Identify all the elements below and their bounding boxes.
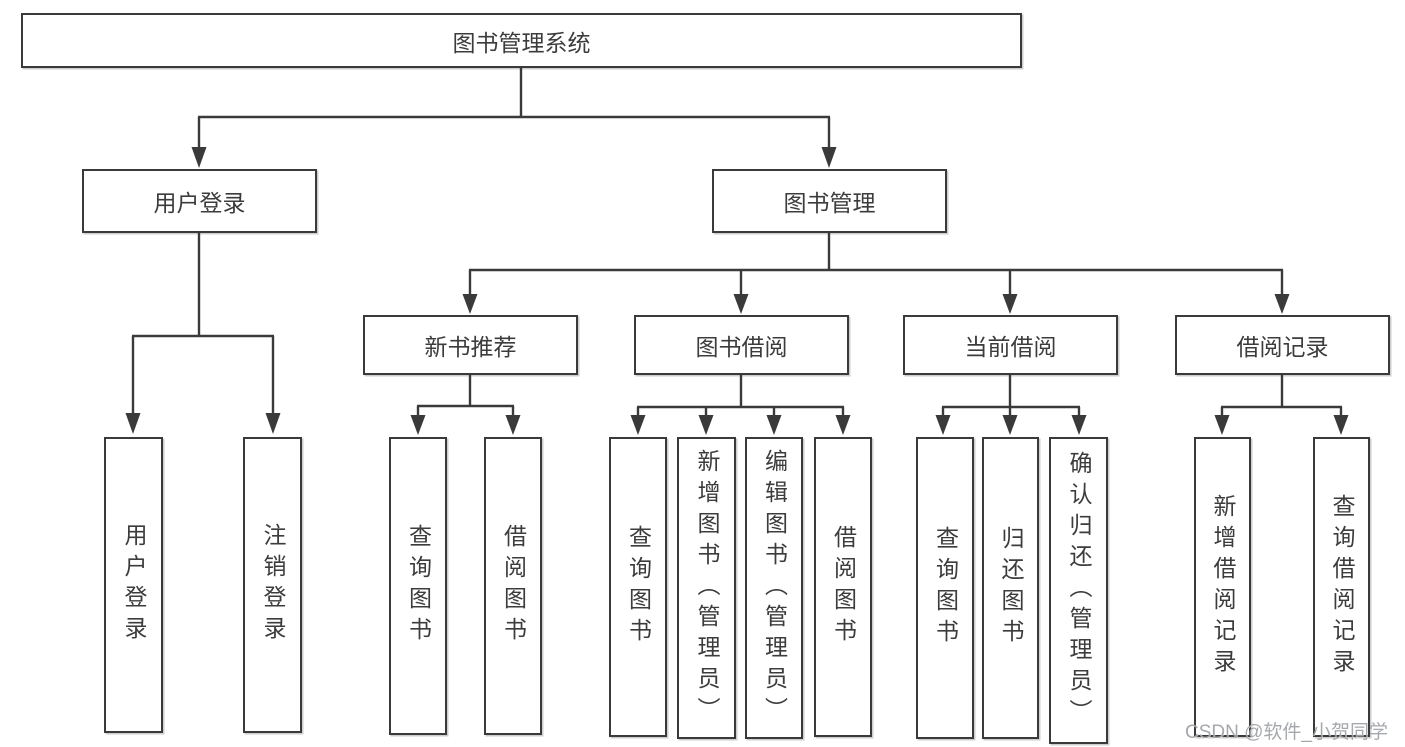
leaf-cb-confirm-return-label: 确认归还（管理员） (1066, 451, 1092, 730)
leaf-bb-borrow-books-label: 借阅图书 (830, 525, 857, 649)
leaf-cb-query-books: 查询图书 (916, 437, 974, 739)
connector-new-books (410, 375, 521, 435)
connector-borrow-records (1214, 375, 1349, 435)
connector-user-login (125, 233, 281, 434)
leaf-bb-edit-books-label: 编辑图书（管理员） (761, 448, 788, 728)
leaf-cb-return-books-label: 归还图书 (998, 526, 1024, 650)
leaf-cb-confirm-return: 确认归还（管理员） (1049, 437, 1108, 744)
node-new-books-label: 新书推荐 (424, 334, 517, 360)
leaf-br-query-record-label: 查询借阅记录 (1329, 494, 1355, 680)
node-book-mgmt-label: 图书管理 (783, 190, 876, 216)
node-new-books: 新书推荐 (363, 315, 578, 375)
node-book-mgmt: 图书管理 (712, 169, 947, 233)
leaf-nb-borrow-books-label: 借阅图书 (500, 524, 527, 648)
leaf-bb-add-books: 新增图书（管理员） (677, 437, 736, 739)
node-user-login-label: 用户登录 (153, 190, 246, 216)
leaf-br-add-record-label: 新增借阅记录 (1210, 494, 1236, 680)
leaf-user-login: 用户登录 (104, 437, 163, 733)
leaf-cb-return-books: 归还图书 (982, 437, 1039, 739)
node-root-label: 图书管理系统 (452, 29, 591, 56)
leaf-bb-query-books-label: 查询图书 (625, 525, 652, 649)
watermark: CSDN @软件_小贺同学 (1185, 722, 1388, 743)
leaf-logout: 注销登录 (243, 437, 302, 733)
leaf-user-login-label: 用户登录 (121, 523, 147, 647)
leaf-bb-add-books-label: 新增图书（管理员） (694, 448, 720, 728)
node-borrow-records-label: 借阅记录 (1236, 334, 1329, 360)
node-borrow-records: 借阅记录 (1175, 315, 1390, 375)
leaf-nb-query-books: 查询图书 (389, 437, 447, 735)
connector-current-borrow (935, 375, 1087, 435)
leaf-bb-edit-books: 编辑图书（管理员） (745, 437, 803, 739)
leaf-cb-query-books-label: 查询图书 (932, 526, 959, 650)
leaf-br-query-record: 查询借阅记录 (1313, 437, 1370, 737)
node-book-borrow: 图书借阅 (634, 315, 849, 375)
leaf-logout-label: 注销登录 (260, 523, 286, 647)
leaf-nb-borrow-books: 借阅图书 (484, 437, 542, 735)
node-current-borrow-label: 当前借阅 (964, 334, 1057, 360)
connector-book-mgmt (462, 233, 1290, 314)
connector-book-borrow (630, 375, 851, 435)
node-book-borrow-label: 图书借阅 (695, 334, 788, 360)
leaf-bb-borrow-books: 借阅图书 (814, 437, 872, 737)
leaf-br-add-record: 新增借阅记录 (1194, 437, 1251, 737)
connector-root (191, 68, 837, 168)
leaf-nb-query-books-label: 查询图书 (405, 524, 432, 648)
node-user-login: 用户登录 (82, 169, 317, 233)
node-root: 图书管理系统 (21, 13, 1022, 68)
node-current-borrow: 当前借阅 (903, 315, 1118, 375)
leaf-bb-query-books: 查询图书 (609, 437, 667, 737)
